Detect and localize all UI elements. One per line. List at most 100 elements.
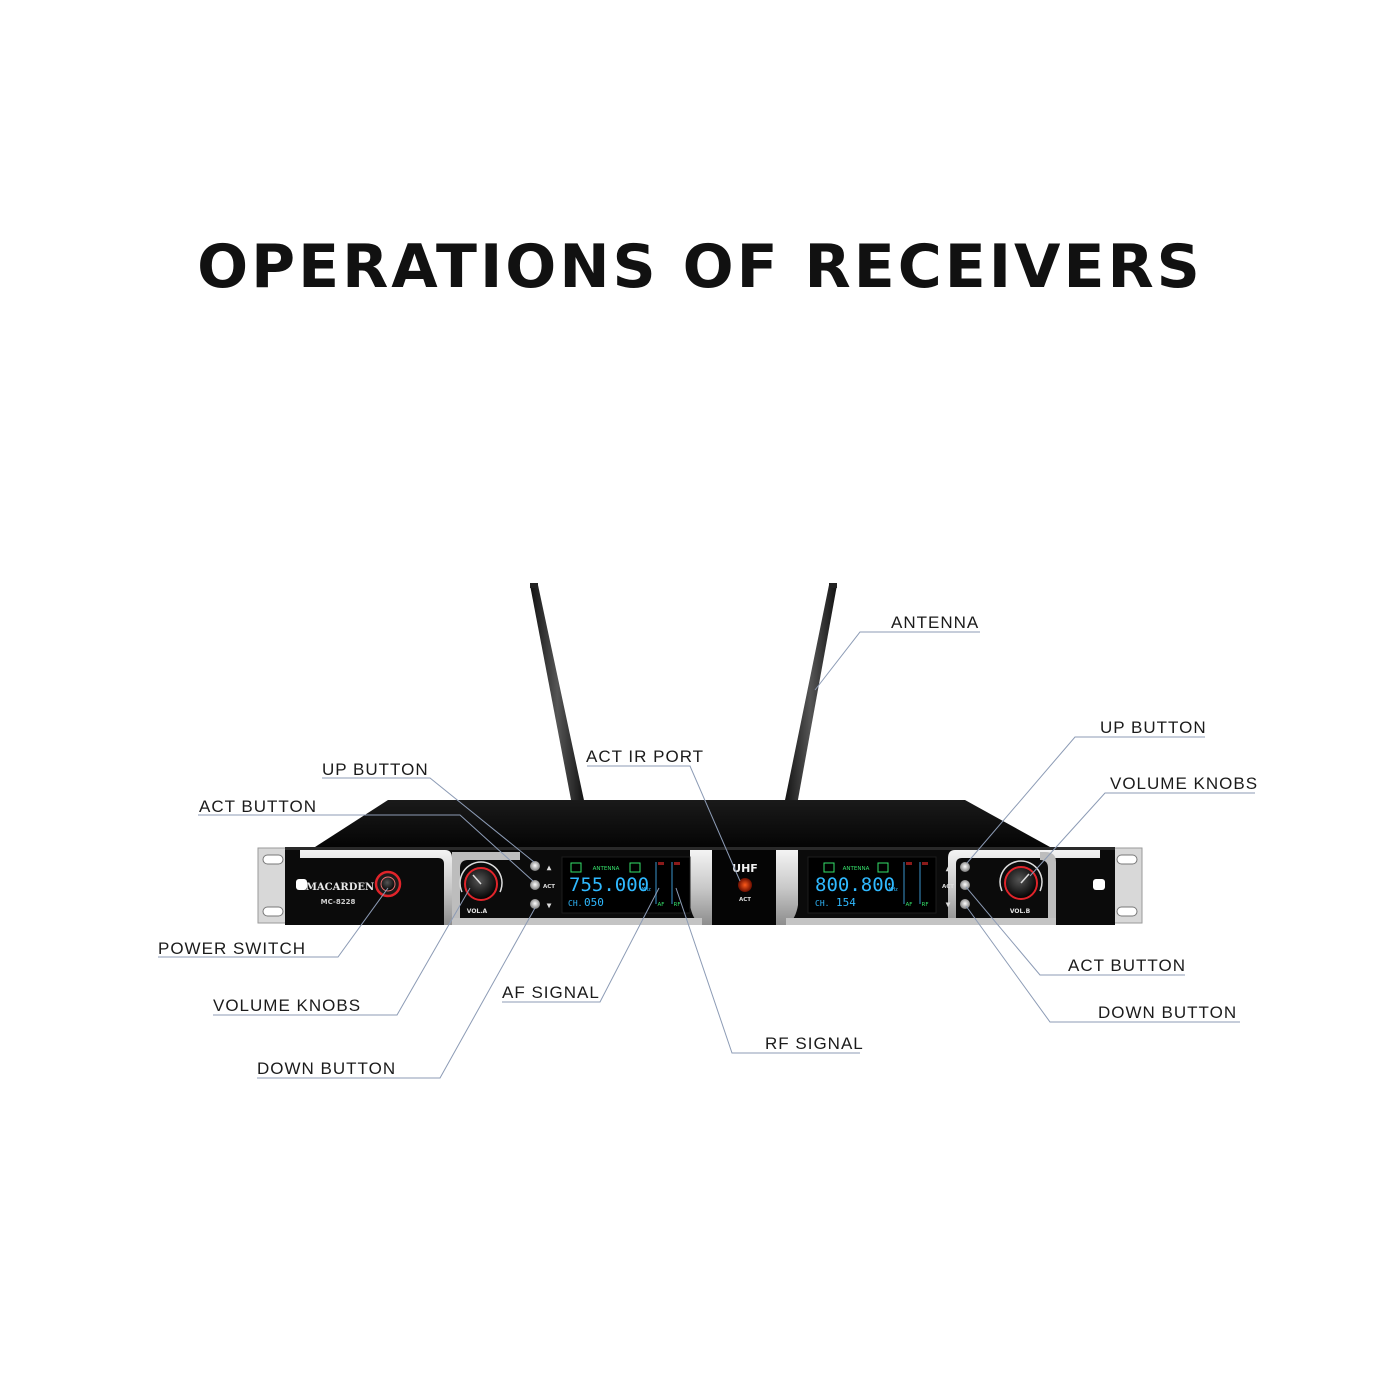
leader-af: [502, 887, 660, 1003]
af-meter-bar: [903, 862, 905, 904]
volume-scale-b: [999, 860, 1043, 892]
front-panel-top-rim: [285, 847, 1115, 850]
lcd-rf-label-a: RF: [674, 902, 681, 908]
volume-knob-b-indicator: [1020, 873, 1030, 884]
act-ir-label: ACT: [739, 897, 751, 903]
leader-up-left: [322, 777, 535, 863]
antenna-indicator-icon: [823, 862, 835, 873]
callout-rf-signal: RF SIGNAL: [765, 1034, 864, 1053]
lcd-unit-b: MHz: [889, 887, 898, 893]
peak-indicator: [674, 862, 680, 865]
silver-frame-left: [300, 850, 452, 925]
antenna-indicator-icon: [877, 862, 889, 873]
callout-act-button-right: ACT BUTTON: [1068, 956, 1186, 975]
leader-up-right: [966, 736, 1205, 864]
lcd-af-label-b: AF: [906, 902, 913, 908]
peak-indicator: [658, 862, 664, 865]
down-arrow-icon: ▼: [547, 901, 552, 910]
silver-frame-right: [948, 850, 1100, 925]
lcd-channel-a: 050: [584, 896, 604, 909]
leader-down-right: [965, 905, 1240, 1023]
callout-act-button-left: ACT BUTTON: [199, 797, 317, 816]
antenna-left-tip: [530, 583, 538, 588]
act-ir-port: [738, 878, 752, 892]
peak-indicator: [922, 862, 928, 865]
lcd-frequency-a: 755.000: [569, 874, 649, 896]
silver-frame-a: [452, 852, 520, 925]
lcd-unit-a: MHz: [642, 887, 651, 893]
rf-meter-bar: [671, 862, 673, 904]
antenna-right-tip: [829, 583, 837, 588]
brand-logo: MACARDEN: [306, 882, 374, 893]
callout-down-button-left: DOWN BUTTON: [257, 1059, 397, 1078]
chassis-top: [315, 800, 1050, 847]
volume-label-b: VOL.B: [1010, 908, 1031, 915]
antenna-right: [784, 585, 837, 805]
callout-down-button-right: DOWN BUTTON: [1098, 1003, 1238, 1022]
act-button-b[interactable]: [960, 880, 970, 890]
leader-down-left: [257, 907, 536, 1079]
silver-base-strip: [452, 918, 702, 925]
lcd-ch-label-a: CH.: [568, 899, 582, 908]
silver-frame-center-right: [776, 850, 798, 925]
volume-label-a: VOL.A: [467, 908, 488, 915]
up-button-a[interactable]: [530, 861, 540, 871]
uhf-label: UHF: [732, 862, 758, 875]
lcd-ch-label-b: CH.: [815, 899, 829, 908]
antenna-indicator-icon: [629, 862, 641, 873]
up-arrow-icon: ▲: [547, 863, 552, 872]
rack-slot-icon: [1116, 906, 1138, 917]
act-label-b: ACT: [942, 884, 954, 890]
down-arrow-icon: ▼: [946, 900, 951, 909]
af-meter-bar: [655, 862, 657, 904]
callout-act-ir-port: ACT IR PORT: [586, 747, 705, 766]
volume-knob-a-indicator: [472, 874, 482, 885]
lcd-antenna-label-b: ANTENNA: [843, 866, 870, 872]
callout-up-button-left: UP BUTTON: [322, 760, 429, 779]
leader-act-right: [965, 886, 1185, 976]
callout-af-signal: AF SIGNAL: [502, 983, 600, 1002]
silver-base-strip: [786, 918, 1056, 925]
lcd-antenna-label-a: ANTENNA: [593, 866, 620, 872]
rf-meter-bar: [919, 862, 921, 904]
callout-antenna: ANTENNA: [891, 613, 980, 632]
callout-volume-knobs-right: VOLUME KNOBS: [1110, 774, 1259, 793]
up-button-b[interactable]: [960, 862, 970, 872]
lcd-channel-b: 154: [836, 896, 856, 909]
rack-slot-icon: [262, 854, 284, 865]
up-arrow-icon: ▲: [946, 864, 951, 873]
leader-act-ir: [587, 765, 741, 882]
leader-volume-right: [1029, 792, 1255, 877]
lcd-screen-b: [807, 856, 937, 914]
model-label: MC-8228: [321, 898, 356, 906]
antenna-left: [530, 585, 585, 805]
callout-up-button-right: UP BUTTON: [1100, 718, 1207, 737]
leader-volume-left: [213, 887, 471, 1016]
lcd-af-label-a: AF: [658, 902, 665, 908]
leader-power: [158, 887, 389, 958]
leader-rf: [675, 887, 860, 1054]
silver-frame-center-left: [690, 850, 712, 925]
lcd-screen-a: [561, 856, 691, 914]
power-switch-button[interactable]: [380, 876, 396, 892]
rack-slot-icon: [262, 906, 284, 917]
act-label-a: ACT: [543, 884, 555, 890]
leader-act-left: [198, 814, 534, 882]
callout-power-switch: POWER SWITCH: [158, 939, 306, 958]
down-button-a[interactable]: [530, 899, 540, 909]
volume-scale-a: [459, 861, 503, 893]
act-button-a[interactable]: [530, 880, 540, 890]
lcd-frequency-b: 800.800: [815, 874, 895, 896]
down-button-b[interactable]: [960, 899, 970, 909]
callout-volume-knobs-left: VOLUME KNOBS: [213, 996, 362, 1015]
leader-antenna: [814, 631, 980, 691]
page-title: OPERATIONS OF RECEIVERS: [197, 232, 1203, 302]
panel-hole-icon: [1093, 879, 1105, 890]
silver-frame-b: [1040, 852, 1056, 925]
lcd-rf-label-b: RF: [922, 902, 929, 908]
panel-hole-icon: [296, 879, 307, 890]
antenna-indicator-icon: [570, 862, 582, 873]
peak-indicator: [906, 862, 912, 865]
